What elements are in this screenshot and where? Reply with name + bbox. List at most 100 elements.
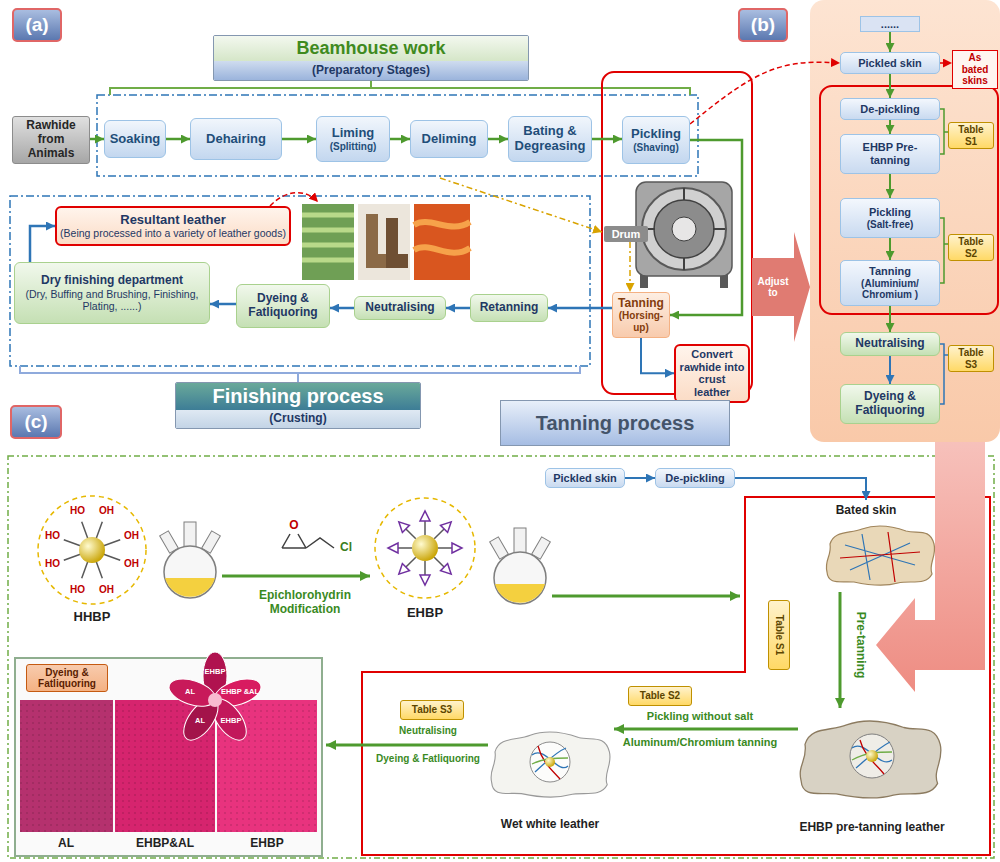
hhbp-molecule [38,496,146,604]
leather-goods-photos [414,204,470,280]
reaction-flask [495,584,545,603]
caption-label: Bated skin [836,504,897,518]
pretanned-leather-illustration [850,734,894,778]
wet-white-leather-illustration [491,732,610,797]
drum-illustration [672,217,696,241]
ehbp-molecule [395,554,419,578]
drum-illustration [636,182,732,288]
flow-arrow [548,307,612,310]
step-label: Pickling without salt [647,710,753,723]
leather-goods-photos [302,204,354,280]
node-text: Adjust to [754,276,792,299]
table-tag: Table S1 [768,600,790,670]
hydroxyl-label: HO [70,505,85,517]
petal-label: EHBP [221,717,242,726]
node-text: Table S3 [412,704,452,716]
node-text: As bated skins [955,52,995,87]
petal-label: EHBP [205,668,226,677]
step-label: Epichlorohydrin Modification [245,589,365,617]
node-text: (Splitting) [330,141,377,153]
process-box: Neutralising [354,296,446,320]
node-text: (Horsing-up) [615,310,667,333]
panel-label: (c) [10,405,62,439]
flow-arrow [889,356,891,384]
node-text: (Being processed into a variety of leath… [60,227,286,239]
node-text: Dyeing & Fatliquoring [845,390,935,418]
flow-arrow [889,120,891,134]
leather-samples-photo [15,658,322,856]
drum-illustration [643,188,725,270]
process-box: Liming(Splitting) [316,116,390,162]
node-text: Pickled skin [858,57,922,70]
epichlorohydrin-structure [282,534,334,548]
flow-arrow [940,62,952,64]
petal-label: AL [195,717,205,726]
reaction-flask [160,522,221,598]
pretanned-leather-illustration [866,750,878,762]
process-box: Pickled skin [840,52,940,74]
note-box: As bated skins [952,50,998,89]
drum-illustration [642,188,726,270]
process-box: Tanning(Horsing-up) [612,292,670,338]
ehbp-molecule [375,498,475,598]
pretanned-leather-illustration [852,742,892,768]
node-text: Neutralising [365,301,434,315]
reaction-flask [164,546,216,598]
caption-label: Wet white leather [501,818,599,832]
leather-goods-photos [414,222,470,253]
drum-illustration [636,182,732,276]
node-text: Tanning [869,265,911,278]
node-text: Dyeing & Fatliquoring [241,292,325,320]
node-text: Tanning [618,297,664,311]
petal-label: EHBP &AL [221,688,259,697]
panel-b-background [940,344,948,404]
process-box: Dyeing & Fatliquoring [840,384,940,424]
panel-label: (a) [12,8,62,42]
pretanned-leather-illustration [800,721,941,798]
node-text: Deliming [422,132,477,147]
flow-arrow [889,32,891,52]
process-box: Soaking [104,120,166,158]
process-outline [10,196,590,366]
node-text: (Salt-free) [867,219,914,231]
node-text: Pickling [631,127,681,142]
flow-arrow [690,62,840,124]
arrow-shape: Adjust to [752,232,810,342]
node-text: Dry finishing department [41,274,183,288]
stage-banner: Finishing process(Crusting) [175,382,421,429]
reaction-flask [165,578,215,597]
molecule-label: EHBP [407,606,443,621]
process-arrow [326,744,488,747]
process-box: Retanning [470,294,548,322]
node-text: Finishing process [176,383,420,410]
reaction-flask [490,528,551,604]
process-box: Bating & Degreasing [508,116,592,162]
process-box: Deliming [410,120,488,158]
epichlorohydrin-structure [282,534,334,548]
sample-label: AL [58,837,74,851]
panel-b-background [820,86,998,314]
pretanned-leather-illustration [860,740,884,774]
node-text: Soaking [110,132,161,147]
step-label: Pre-tanning [853,612,867,679]
node-text: (b) [751,14,775,36]
node-text: Beamhouse work [214,36,528,61]
node-text: Resultant leather [120,213,225,228]
atom-label: O [289,519,298,533]
node-text: Retanning [480,301,539,315]
flow-arrow [282,138,316,141]
wet-white-leather-illustration [530,742,570,782]
node-text: ...... [881,19,899,30]
process-box: De-pickling [655,468,735,488]
node-text: Dyeing & Fatliquoring [29,667,105,690]
panel-c-outline [8,456,994,858]
process-arrow [839,592,842,708]
flow-arrow [166,138,190,141]
table-tag: Table S1 [948,122,994,149]
leather-samples-photo [15,658,322,856]
process-arrow [614,728,798,731]
leather-goods-photos [358,204,410,280]
node-text: Table S1 [773,615,785,655]
node-text: Drum [612,228,641,241]
